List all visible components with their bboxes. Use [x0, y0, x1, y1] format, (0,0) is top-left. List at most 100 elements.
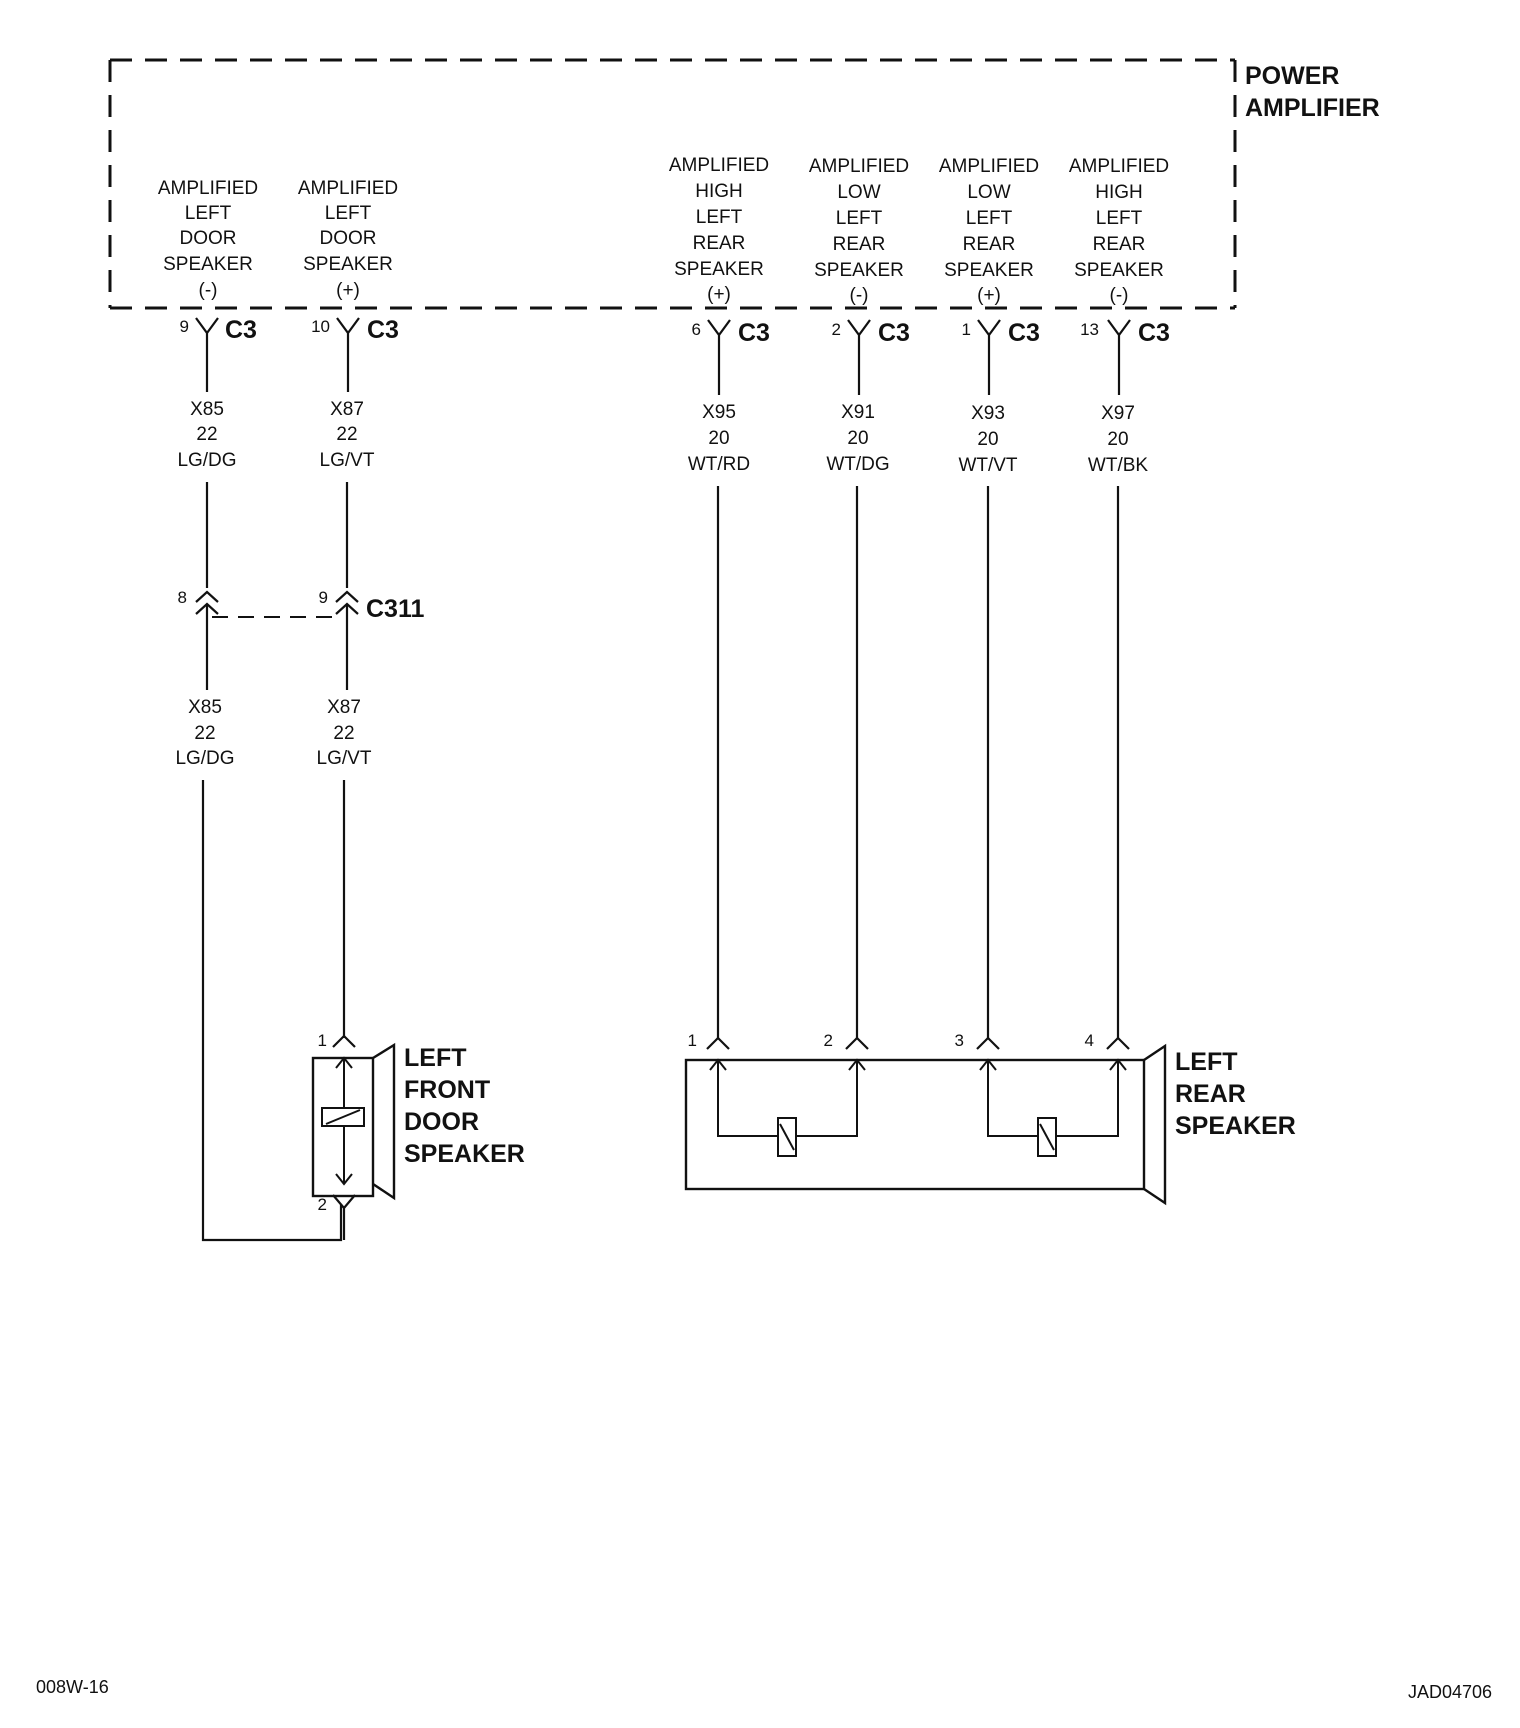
signal-label-line: LOW	[967, 182, 1010, 203]
rear-low-coil-slash	[1039, 1123, 1055, 1151]
pin-number: 1	[962, 320, 971, 339]
c3-terminal-symbol	[1107, 319, 1131, 395]
signal-label-line: (-)	[1110, 285, 1129, 306]
pin-number: 9	[180, 317, 189, 336]
power-amplifier-housing	[108, 58, 1237, 310]
c3-terminal-symbol	[707, 319, 731, 395]
speaker-label-line: FRONT	[404, 1076, 490, 1104]
rear-pin-number: 3	[955, 1031, 964, 1050]
pin-number: 6	[692, 320, 701, 339]
rear-pin-2-symbol	[845, 1036, 869, 1050]
signal-label-line: HIGH	[695, 181, 743, 202]
speaker-coil-slash	[325, 1109, 361, 1125]
signal-label-line: (+)	[977, 285, 1001, 306]
signal-label-line: LEFT	[696, 207, 743, 228]
connector-label: C3	[878, 319, 910, 347]
c311-inline-connector: 8 9 C311	[178, 588, 425, 623]
wire-color: WT/RD	[688, 454, 750, 475]
rear-pin-3-symbol	[976, 1036, 1000, 1050]
signal-label-line: (-)	[199, 280, 218, 301]
signal-label-line: LOW	[837, 182, 880, 203]
signal-label-line: REAR	[693, 233, 746, 254]
wire-gauge: 22	[333, 723, 354, 744]
amp-output-low-left-rear-pos: AMPLIFIED LOW LEFT REAR SPEAKER (+) 1 C3…	[939, 156, 1040, 476]
signal-label-line: LEFT	[966, 208, 1013, 229]
signal-label-line: DOOR	[180, 228, 237, 249]
signal-label-line: SPEAKER	[814, 260, 904, 281]
connector-label: C3	[225, 316, 257, 344]
amp-output-high-left-rear-neg: AMPLIFIED HIGH LEFT REAR SPEAKER (-) 13 …	[1069, 156, 1170, 476]
signal-label-line: AMPLIFIED	[939, 156, 1039, 177]
signal-label-line: AMPLIFIED	[158, 178, 258, 199]
signal-label-line: AMPLIFIED	[1069, 156, 1169, 177]
wire-gauge: 22	[196, 424, 217, 445]
rear-speaker-label-line: SPEAKER	[1175, 1112, 1296, 1140]
speaker-cone	[372, 1042, 396, 1201]
signal-label-line: (+)	[707, 284, 731, 305]
wire-circuit: X85	[190, 399, 224, 420]
wire-circuit: X85	[188, 697, 222, 718]
c3-terminal-symbol	[195, 317, 219, 392]
wire-gauge: 20	[977, 429, 998, 450]
pin-number: 10	[311, 317, 330, 336]
wire-color: WT/DG	[826, 454, 889, 475]
left-front-door-speaker: 1 2 LEFT FRONT DOOR SPEAKER	[311, 1031, 525, 1240]
wire-color: LG/DG	[177, 450, 236, 471]
amp-output-low-left-rear-neg: AMPLIFIED LOW LEFT REAR SPEAKER (-) 2 C3…	[809, 156, 910, 475]
signal-label-line: SPEAKER	[303, 254, 393, 275]
signal-label-line: (+)	[336, 280, 360, 301]
signal-label-line: LEFT	[325, 203, 372, 224]
left-rear-speaker: 1 2 3 4 LEFT REAR SPEAKER	[684, 1031, 1296, 1206]
signal-label-line: REAR	[833, 234, 886, 255]
rear-pin-number: 2	[824, 1031, 833, 1050]
wire-circuit: X97	[1101, 403, 1135, 424]
c311-pin-a: 8	[178, 588, 187, 607]
wire-gauge: 22	[194, 723, 215, 744]
wire-gauge: 20	[847, 428, 868, 449]
amp-output-left-door-pos: AMPLIFIED LEFT DOOR SPEAKER (+) 10 C3 X8…	[298, 178, 399, 471]
speaker-label-line: DOOR	[404, 1108, 479, 1136]
pin-number: 13	[1080, 320, 1099, 339]
rear-pin-4-symbol	[1106, 1036, 1130, 1050]
connector-label: C3	[367, 316, 399, 344]
wire-circuit: X91	[841, 402, 875, 423]
wire-color: LG/DG	[175, 748, 234, 769]
speaker-pin-top: 1	[318, 1031, 327, 1050]
signal-label-line: LEFT	[185, 203, 232, 224]
rear-speaker-cone	[1143, 1043, 1167, 1206]
signal-label-line: AMPLIFIED	[809, 156, 909, 177]
c311-pin-b: 9	[319, 588, 328, 607]
speaker-pin-1-symbol	[332, 1034, 356, 1048]
wire-circuit: X95	[702, 402, 736, 423]
amp-output-high-left-rear-pos: AMPLIFIED HIGH LEFT REAR SPEAKER (+) 6 C…	[669, 155, 770, 475]
wire-gauge: 22	[336, 424, 357, 445]
wire-circuit: X87	[327, 697, 361, 718]
signal-label-line: SPEAKER	[1074, 260, 1164, 281]
wire-color: LG/VT	[317, 748, 372, 769]
rear-pin-1-symbol	[706, 1036, 730, 1050]
rear-pin-number: 4	[1085, 1031, 1094, 1050]
signal-label-line: REAR	[963, 234, 1016, 255]
wire-color: LG/VT	[320, 450, 375, 471]
wire-color: WT/BK	[1088, 455, 1148, 476]
speaker-pin-2-symbol	[332, 1194, 356, 1240]
connector-label: C3	[1008, 319, 1040, 347]
wire-color: WT/VT	[958, 455, 1017, 476]
c3-terminal-symbol	[847, 319, 871, 395]
rear-speaker-body	[684, 1058, 1146, 1191]
footer-left-code: 008W-16	[36, 1677, 109, 1697]
wire-gauge: 20	[708, 428, 729, 449]
rear-speaker-label-line: REAR	[1175, 1080, 1246, 1108]
power-amplifier-title-line1: POWER	[1245, 62, 1339, 90]
rear-pin-number: 1	[688, 1031, 697, 1050]
amp-output-left-door-neg: AMPLIFIED LEFT DOOR SPEAKER (-) 9 C3 X85…	[158, 178, 258, 471]
signal-label-line: SPEAKER	[674, 259, 764, 280]
power-amplifier-title-line2: AMPLIFIER	[1245, 94, 1380, 122]
wire-circuit: X87	[330, 399, 364, 420]
pin-number: 2	[832, 320, 841, 339]
signal-label-line: AMPLIFIED	[669, 155, 769, 176]
footer-right-code: JAD04706	[1408, 1682, 1492, 1702]
speaker-pin-bottom: 2	[318, 1195, 327, 1214]
signal-label-line: SPEAKER	[944, 260, 1034, 281]
